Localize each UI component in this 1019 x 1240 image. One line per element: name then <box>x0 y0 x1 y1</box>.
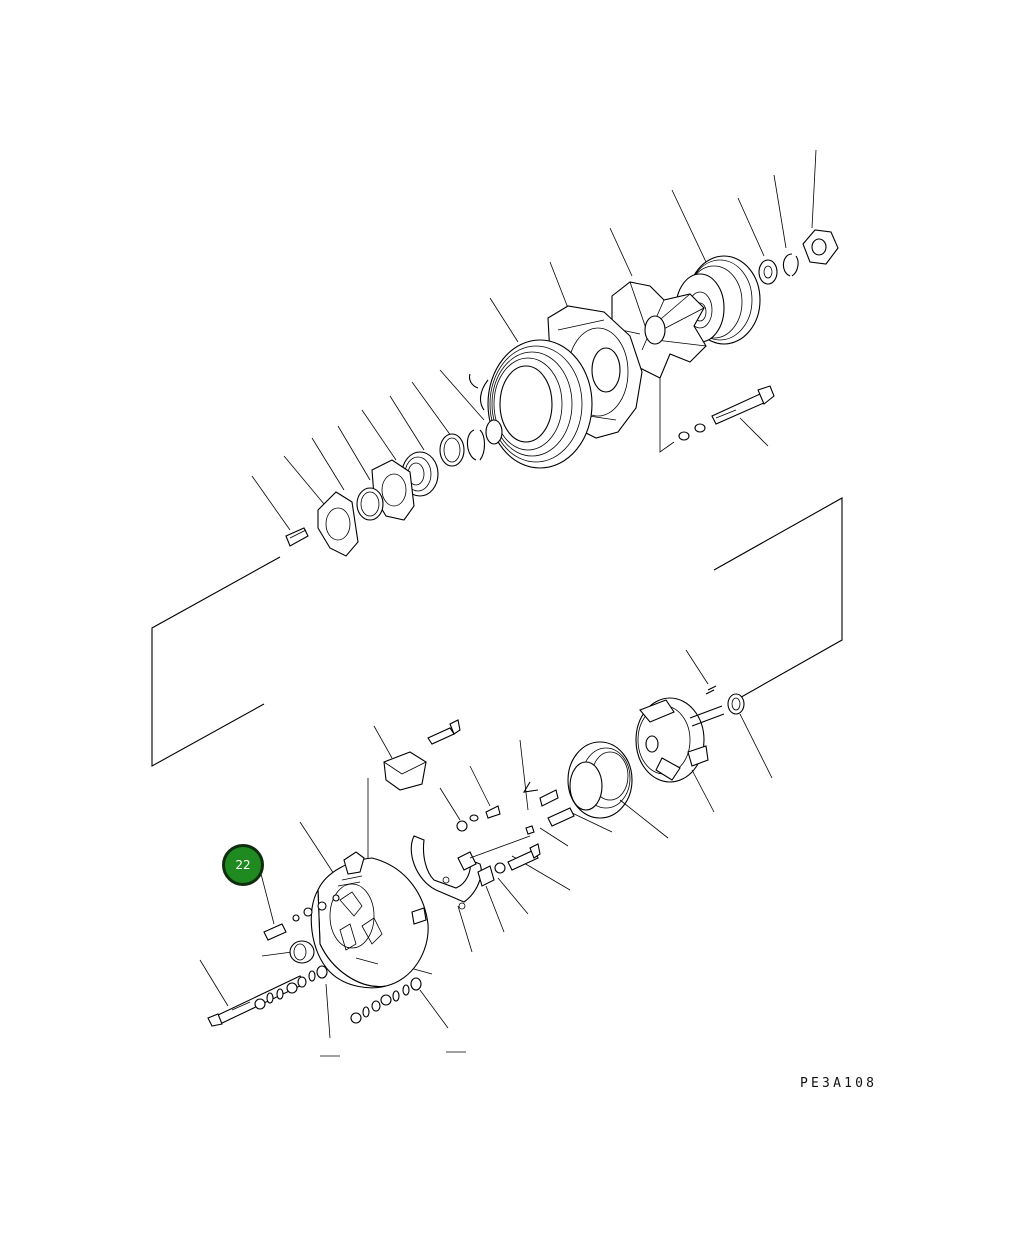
small-screws-middle <box>456 781 575 874</box>
small-washers-upper <box>678 423 706 441</box>
diagram-reference-code: PE3A108 <box>800 1076 878 1091</box>
lower-leader-lines <box>199 649 773 1057</box>
callout-22-label: 22 <box>235 858 251 872</box>
screw-part <box>285 527 309 547</box>
stator-part <box>468 339 593 469</box>
through-bolt-part <box>711 385 775 425</box>
slip-ring-part <box>567 741 633 819</box>
spacer-ring-part <box>705 685 745 715</box>
o-ring-part <box>356 487 384 521</box>
nut-stack-right <box>350 977 422 1024</box>
nut-part <box>802 229 839 265</box>
rotor-part <box>635 697 725 783</box>
regulator-part <box>383 751 427 791</box>
rear-fasteners <box>263 894 340 964</box>
rectifier-part <box>410 835 531 910</box>
snap-ring-parts <box>439 419 503 467</box>
rear-frame-part <box>310 851 429 989</box>
regulator-screw-part <box>427 719 461 745</box>
callout-22-badge[interactable]: 22 <box>222 844 264 886</box>
washer-parts <box>758 253 799 285</box>
plate-part <box>317 491 359 557</box>
upper-leader-lines <box>251 149 817 531</box>
assembly-bracket-lines <box>151 497 843 767</box>
nut-stack-left <box>254 965 328 1010</box>
